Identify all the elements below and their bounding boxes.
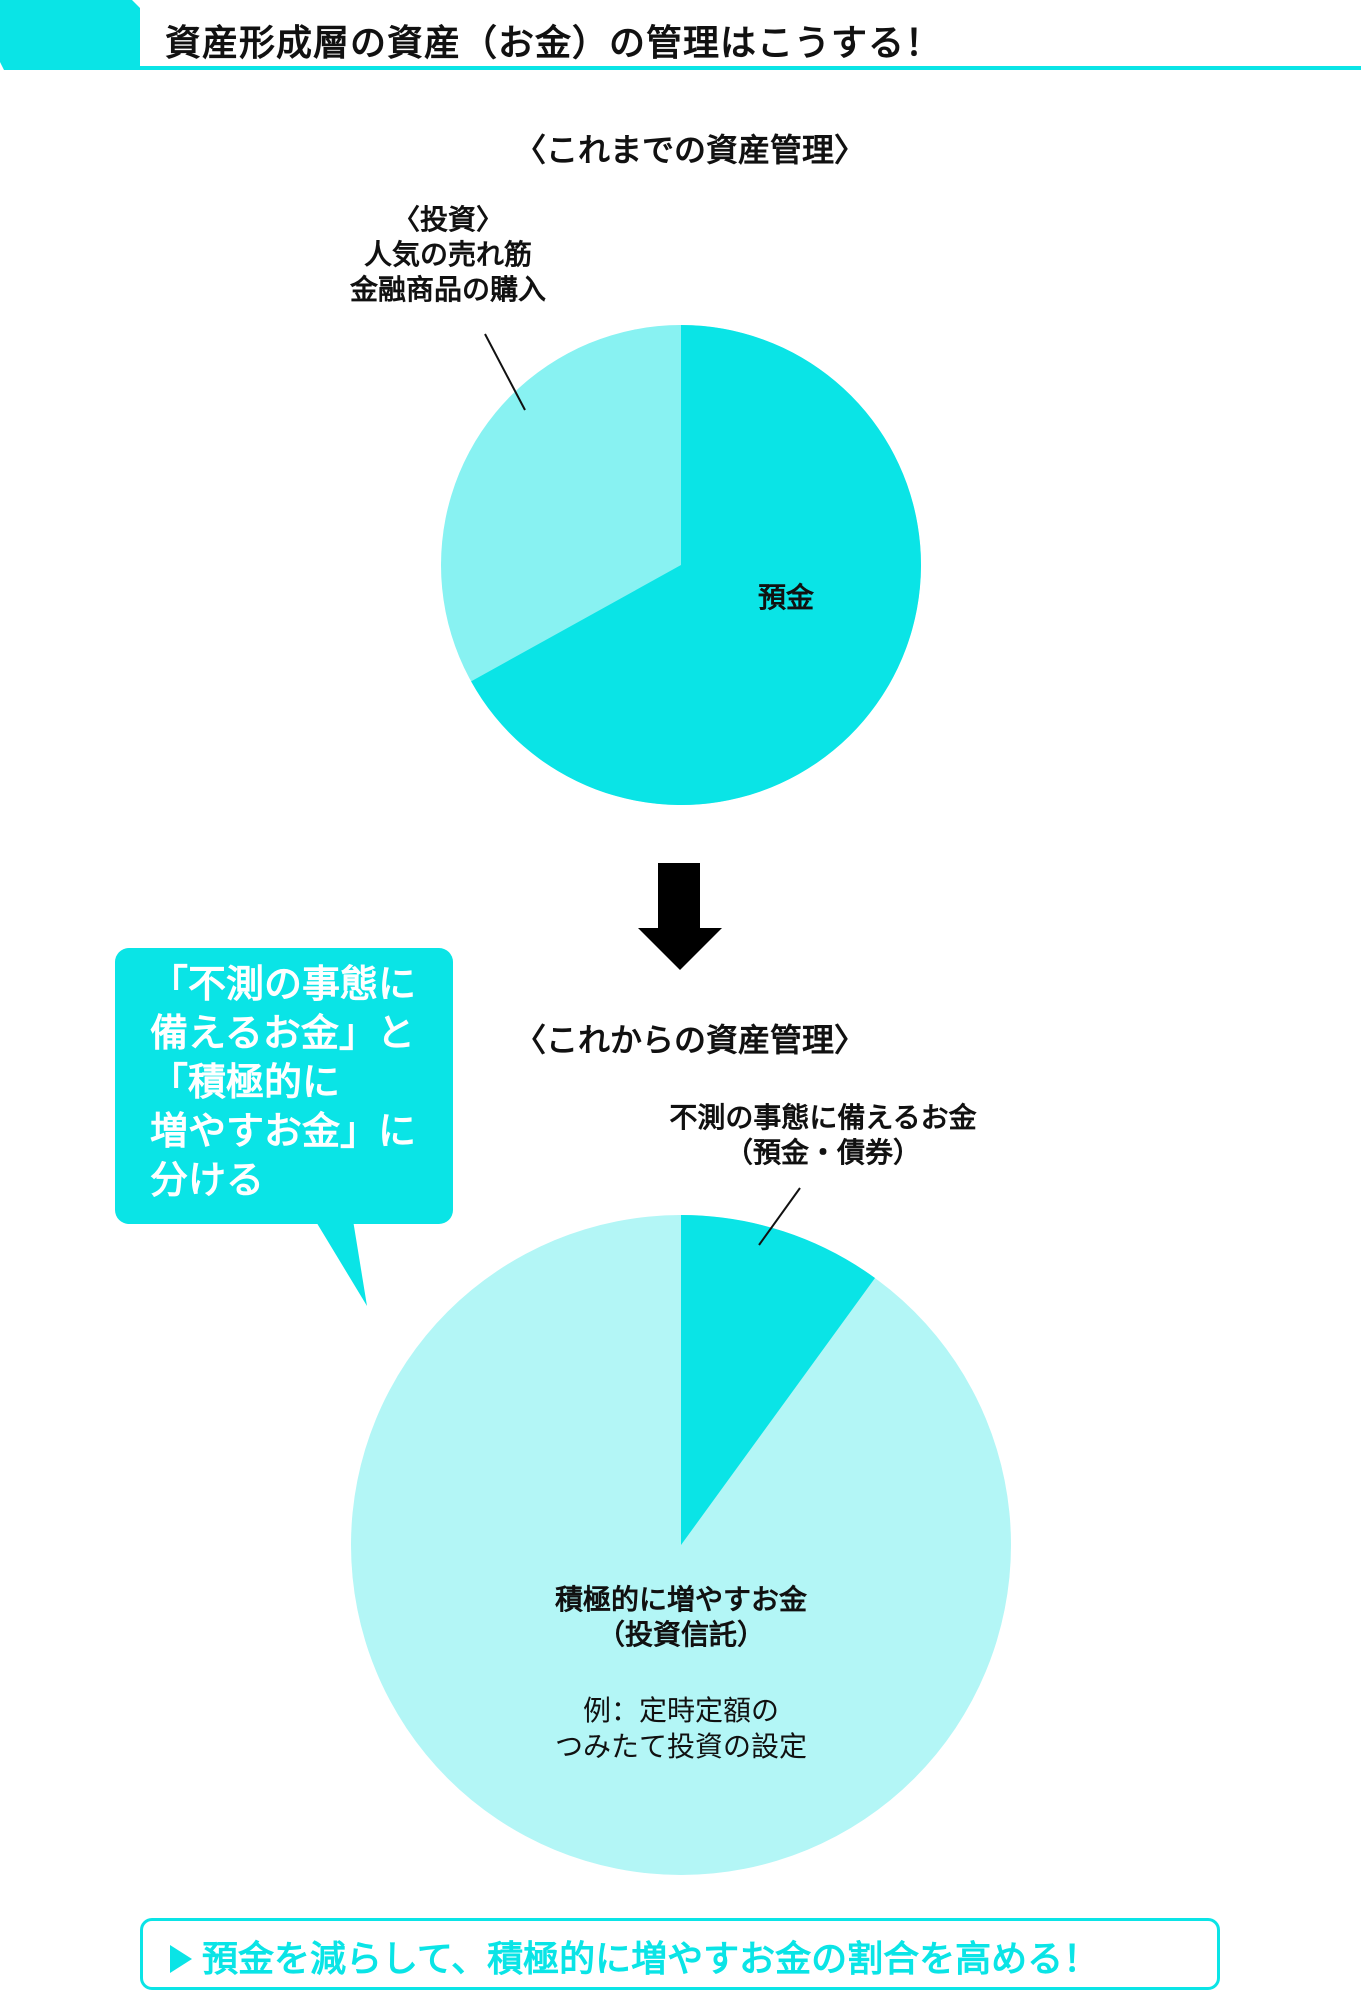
summary-callout-text: 預金を減らして、積極的に増やすお金の割合を高める！ bbox=[170, 1930, 1099, 1982]
bubble-line: 分ける bbox=[150, 1158, 265, 1202]
page-title: 資産形成層の資産（お金）の管理はこうする！ bbox=[165, 23, 943, 64]
down-arrow-icon bbox=[638, 863, 722, 970]
speech-bubble bbox=[115, 948, 453, 1224]
header-rule bbox=[140, 66, 1361, 70]
note-line: 例：定時定額の bbox=[582, 1694, 780, 1727]
label-line: 人気の売れ筋 bbox=[363, 238, 533, 271]
label-line: 不測の事態に備えるお金 bbox=[669, 1101, 977, 1134]
bubble-line: 備えるお金」と bbox=[150, 1011, 415, 1055]
speech-bubble-text: 「不測の事態に 備えるお金」と 「積極的に 増やすお金」に 分ける bbox=[150, 960, 416, 1205]
bubble-line: 「積極的に bbox=[150, 1060, 341, 1104]
bubble-line: 「不測の事態に bbox=[150, 962, 417, 1006]
before-slice-savings bbox=[471, 325, 921, 806]
label-line: （投資信託） bbox=[596, 1618, 766, 1651]
label-line: （預金・債券） bbox=[724, 1136, 922, 1169]
after-section-title: 〈これからの資産管理〉 bbox=[513, 1021, 867, 1059]
before-pie-chart bbox=[441, 325, 921, 806]
callout-label: 預金を減らして、積極的に増やすお金の割合を高める！ bbox=[202, 1939, 1100, 1980]
before-section-title: 〈これまでの資産管理〉 bbox=[513, 131, 867, 169]
note-line: つみたて投資の設定 bbox=[554, 1730, 808, 1764]
label-line: 積極的に増やすお金 bbox=[554, 1583, 808, 1616]
label-line: 〈投資〉 bbox=[391, 203, 505, 236]
after-emergency-label: 不測の事態に備えるお金 （預金・債券） bbox=[669, 1100, 976, 1170]
header-accent-tab bbox=[0, 0, 140, 70]
after-growth-note: 例：定時定額の つみたて投資の設定 bbox=[555, 1693, 807, 1766]
after-pie-chart bbox=[351, 1187, 1011, 1875]
label-line: 金融商品の購入 bbox=[349, 273, 547, 306]
before-investment-label: 〈投資〉 人気の売れ筋 金融商品の購入 bbox=[350, 202, 546, 307]
after-leader-line bbox=[758, 1187, 801, 1246]
summary-callout bbox=[140, 1918, 1220, 1990]
after-slice-emergency bbox=[681, 1214, 875, 1545]
before-leader-line bbox=[484, 333, 526, 411]
after-growth-label: 積極的に増やすお金 （投資信託） bbox=[555, 1582, 807, 1652]
bubble-line: 増やすお金」に bbox=[150, 1109, 417, 1153]
before-savings-label: 預金 bbox=[757, 581, 815, 614]
triangle-right-icon bbox=[170, 1945, 192, 1973]
